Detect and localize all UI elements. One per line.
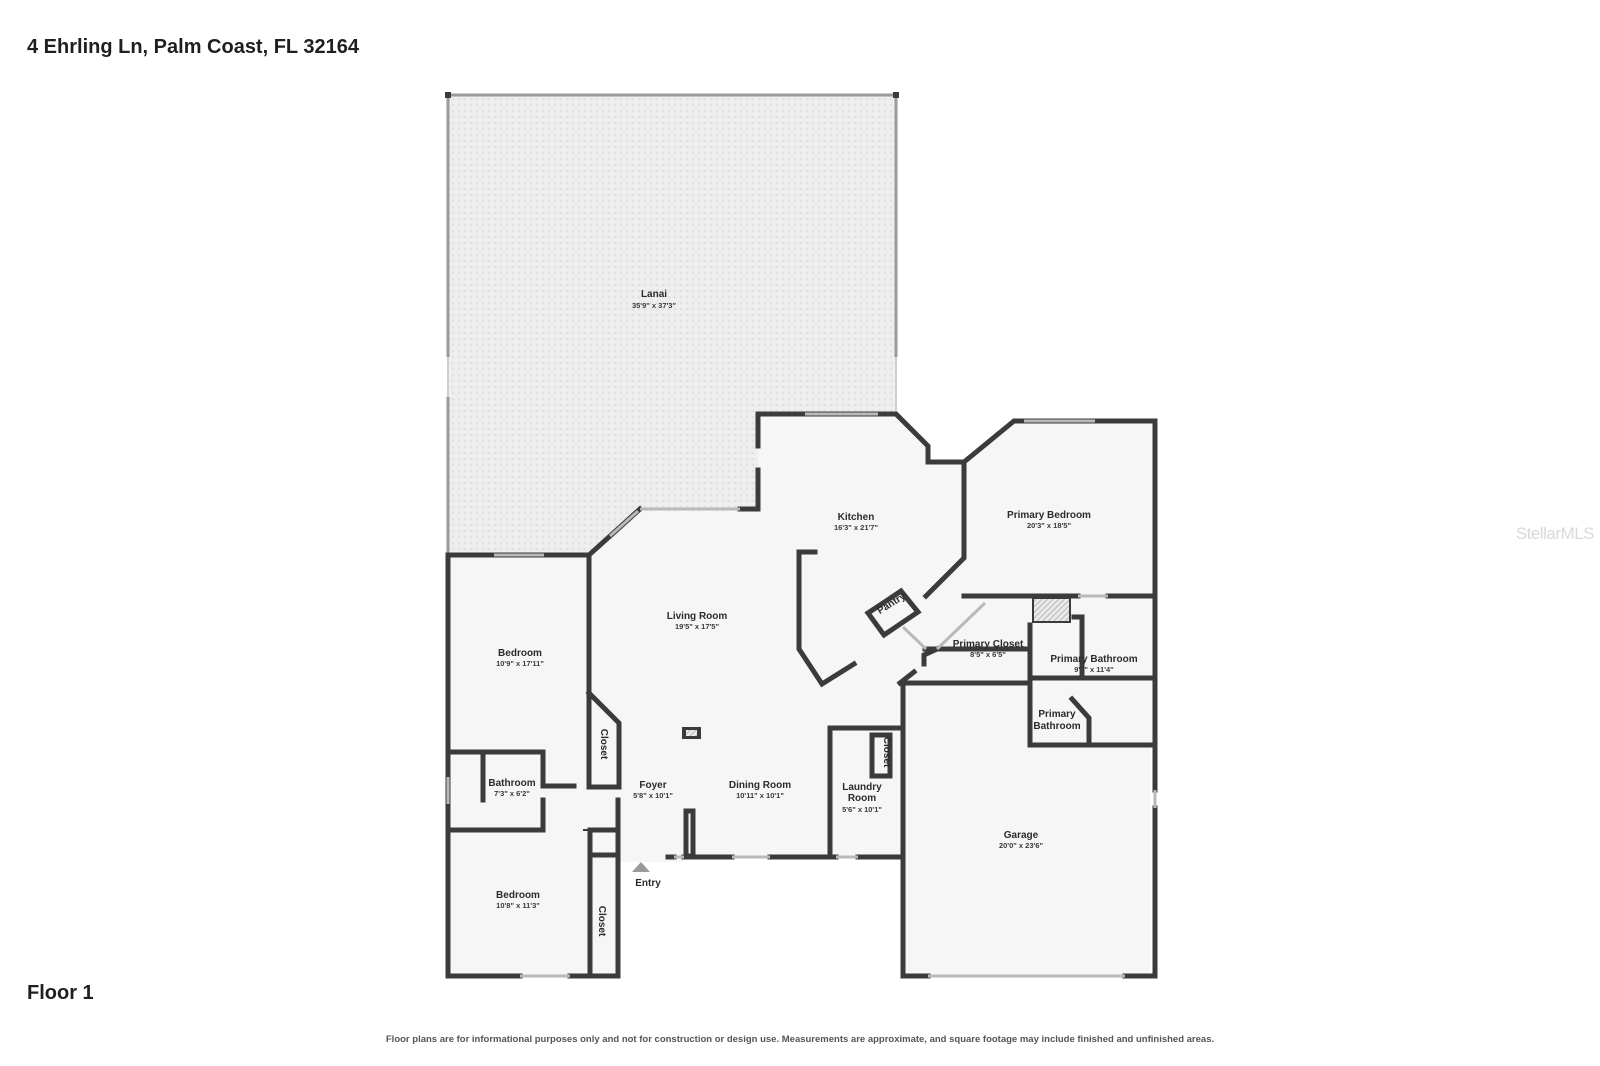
laundry-closet-label: Closet (881, 737, 892, 768)
shower-hatch (1032, 597, 1071, 623)
disclaimer-text: Floor plans are for informational purpos… (385, 1034, 1215, 1045)
bedroom2-label: Bedroom (496, 890, 540, 901)
primary-bathroom2-label2: Bathroom (1033, 721, 1080, 732)
primary-bathroom-dim: 9'8" x 11'4" (1074, 665, 1114, 674)
living-room-label: Living Room (667, 611, 728, 622)
bathroom-dim: 7'3" x 6'2" (494, 789, 530, 798)
laundry-label: Laundry (842, 782, 882, 793)
closet2-label: Closet (596, 906, 607, 937)
laundry-dim: 5'6" x 10'1" (842, 805, 882, 814)
primary-bathroom-label: Primary Bathroom (1050, 654, 1137, 665)
bathroom-label: Bathroom (488, 778, 535, 789)
dining-room-label: Dining Room (729, 780, 791, 791)
bedroom-dim: 10'9" x 17'11" (496, 659, 544, 668)
garage-label: Garage (1004, 830, 1039, 841)
lanai-label: Lanai (641, 289, 667, 300)
dining-room-dim: 10'11" x 10'1" (736, 791, 784, 800)
laundry-room-label: Room (848, 793, 876, 804)
kitchen-dim: 16'3" x 21'7" (834, 523, 878, 532)
entry-label: Entry (635, 878, 661, 889)
bedroom-label: Bedroom (498, 648, 542, 659)
kitchen-label: Kitchen (838, 512, 875, 523)
primary-bedroom-label: Primary Bedroom (1007, 510, 1091, 521)
primary-closet-label: Primary Closet (953, 639, 1024, 650)
foyer-dim: 5'8" x 10'1" (633, 791, 673, 800)
room-labels: Lanai 35'9" x 37'3" Kitchen 16'3" x 21'7… (488, 289, 1137, 937)
floor-label: Floor 1 (27, 982, 94, 1004)
lanai-dim: 35'9" x 37'3" (632, 301, 676, 310)
windows (446, 412, 1157, 978)
entry-arrow-icon (632, 862, 650, 872)
watermark-logo: StellarMLS (1515, 524, 1595, 543)
garage-dim: 20'0" x 23'6" (999, 841, 1043, 850)
living-room-dim: 19'5" x 17'5" (675, 622, 719, 631)
lanai-area (445, 92, 899, 555)
property-address: 4 Ehrling Ln, Palm Coast, FL 32164 (27, 36, 359, 58)
closet-label: Closet (598, 729, 609, 760)
primary-bathroom2-label1: Primary (1038, 709, 1076, 720)
foyer-label: Foyer (639, 780, 666, 791)
primary-bedroom-dim: 20'3" x 18'5" (1027, 521, 1071, 530)
primary-closet-dim: 8'5" x 6'5" (970, 650, 1006, 659)
bedroom2-dim: 10'8" x 11'3" (496, 901, 540, 910)
